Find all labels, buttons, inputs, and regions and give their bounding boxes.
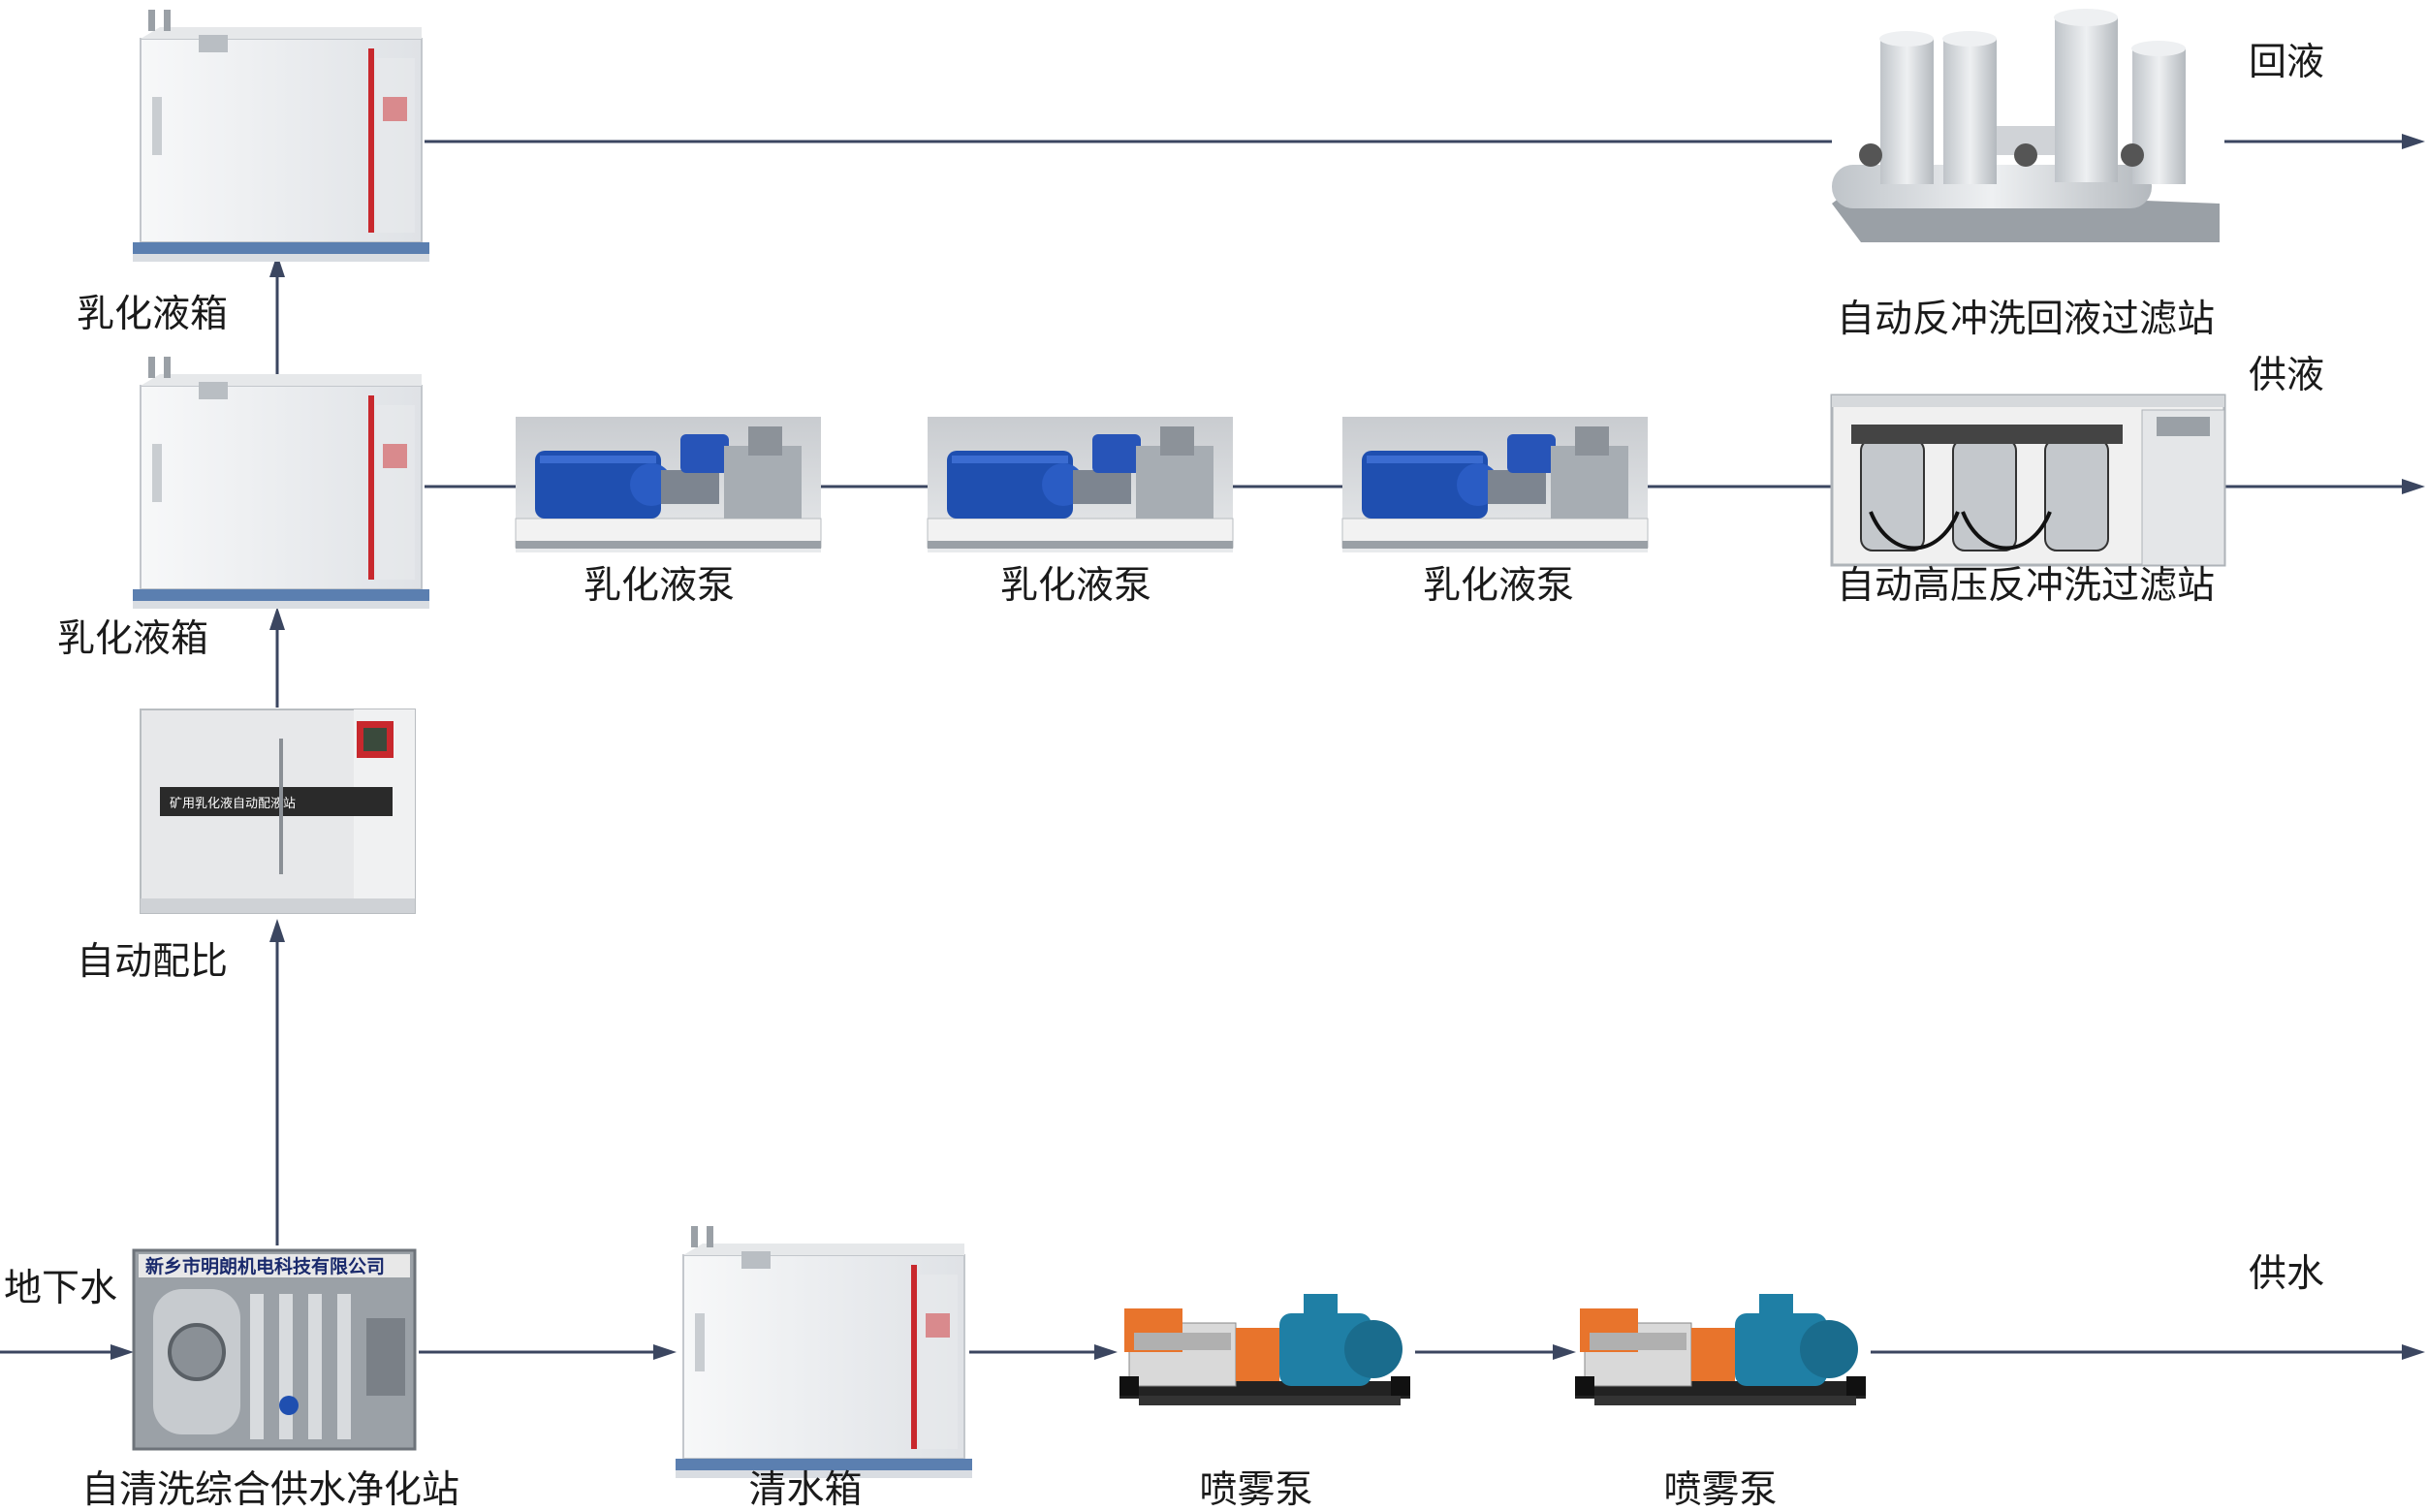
label-supply-output: 供液 [2249,354,2325,397]
purifier-nameplate: 新乡市明朗机电科技有限公司 [145,1255,385,1277]
label-groundwater-input: 地下水 [4,1267,118,1310]
arrow-tank-top [269,254,285,277]
label-spray-pump-2: 喷雾泵 [1663,1468,1778,1512]
arrow-groundwater-input [110,1344,134,1360]
label-water-output: 供水 [2249,1252,2325,1296]
label-spray-pump-1: 喷雾泵 [1199,1468,1313,1512]
label-emulsion-pump-1: 乳化液泵 [583,564,736,608]
emulsion-pump-1 [515,416,822,553]
arrow-clean-tank [653,1344,677,1360]
label-emulsion-pump-3: 乳化液泵 [1422,564,1575,608]
return-filter-station [1832,9,2220,242]
label-return-filter-station: 自动反冲洗回液过滤站 [1836,298,2216,341]
label-hp-filter-station: 自动高压反冲洗过滤站 [1836,564,2216,608]
label-emulsion-tank-top: 乳化液箱 [76,293,229,336]
spray-pump-1 [1119,1293,1411,1406]
hp-filter-station [1830,394,2226,567]
label-clean-water-tank: 清水箱 [748,1468,863,1512]
arrow-spray-1 [1094,1344,1118,1360]
arrow-supply-output [2402,479,2425,494]
arrow-auto-ratio [269,919,285,942]
label-auto-ratio: 自动配比 [76,940,229,984]
label-emulsion-tank-mid: 乳化液箱 [56,617,209,661]
ratio-station-plate: 矿用乳化液自动配液站 [170,797,296,811]
auto-ratio-station: 矿用乳化液自动配液站 [140,709,416,914]
arrow-spray-2 [1553,1344,1576,1360]
arrow-water-output [2402,1344,2425,1360]
emulsion-tank-top [132,9,430,263]
emulsion-tank-mid [132,356,430,610]
spray-pump-2 [1574,1293,1867,1406]
emulsion-pump-2 [927,416,1234,553]
clean-water-tank [675,1225,973,1479]
label-emulsion-pump-2: 乳化液泵 [999,564,1152,608]
arrow-tank-mid [269,607,285,630]
water-purifier-station: 新乡市明朗机电科技有限公司 [132,1248,417,1451]
arrow-return-output [2402,134,2425,149]
emulsion-pump-3 [1341,416,1649,553]
label-water-purifier-station: 自清洗综合供水净化站 [80,1468,460,1512]
label-return-output: 回液 [2249,41,2325,84]
